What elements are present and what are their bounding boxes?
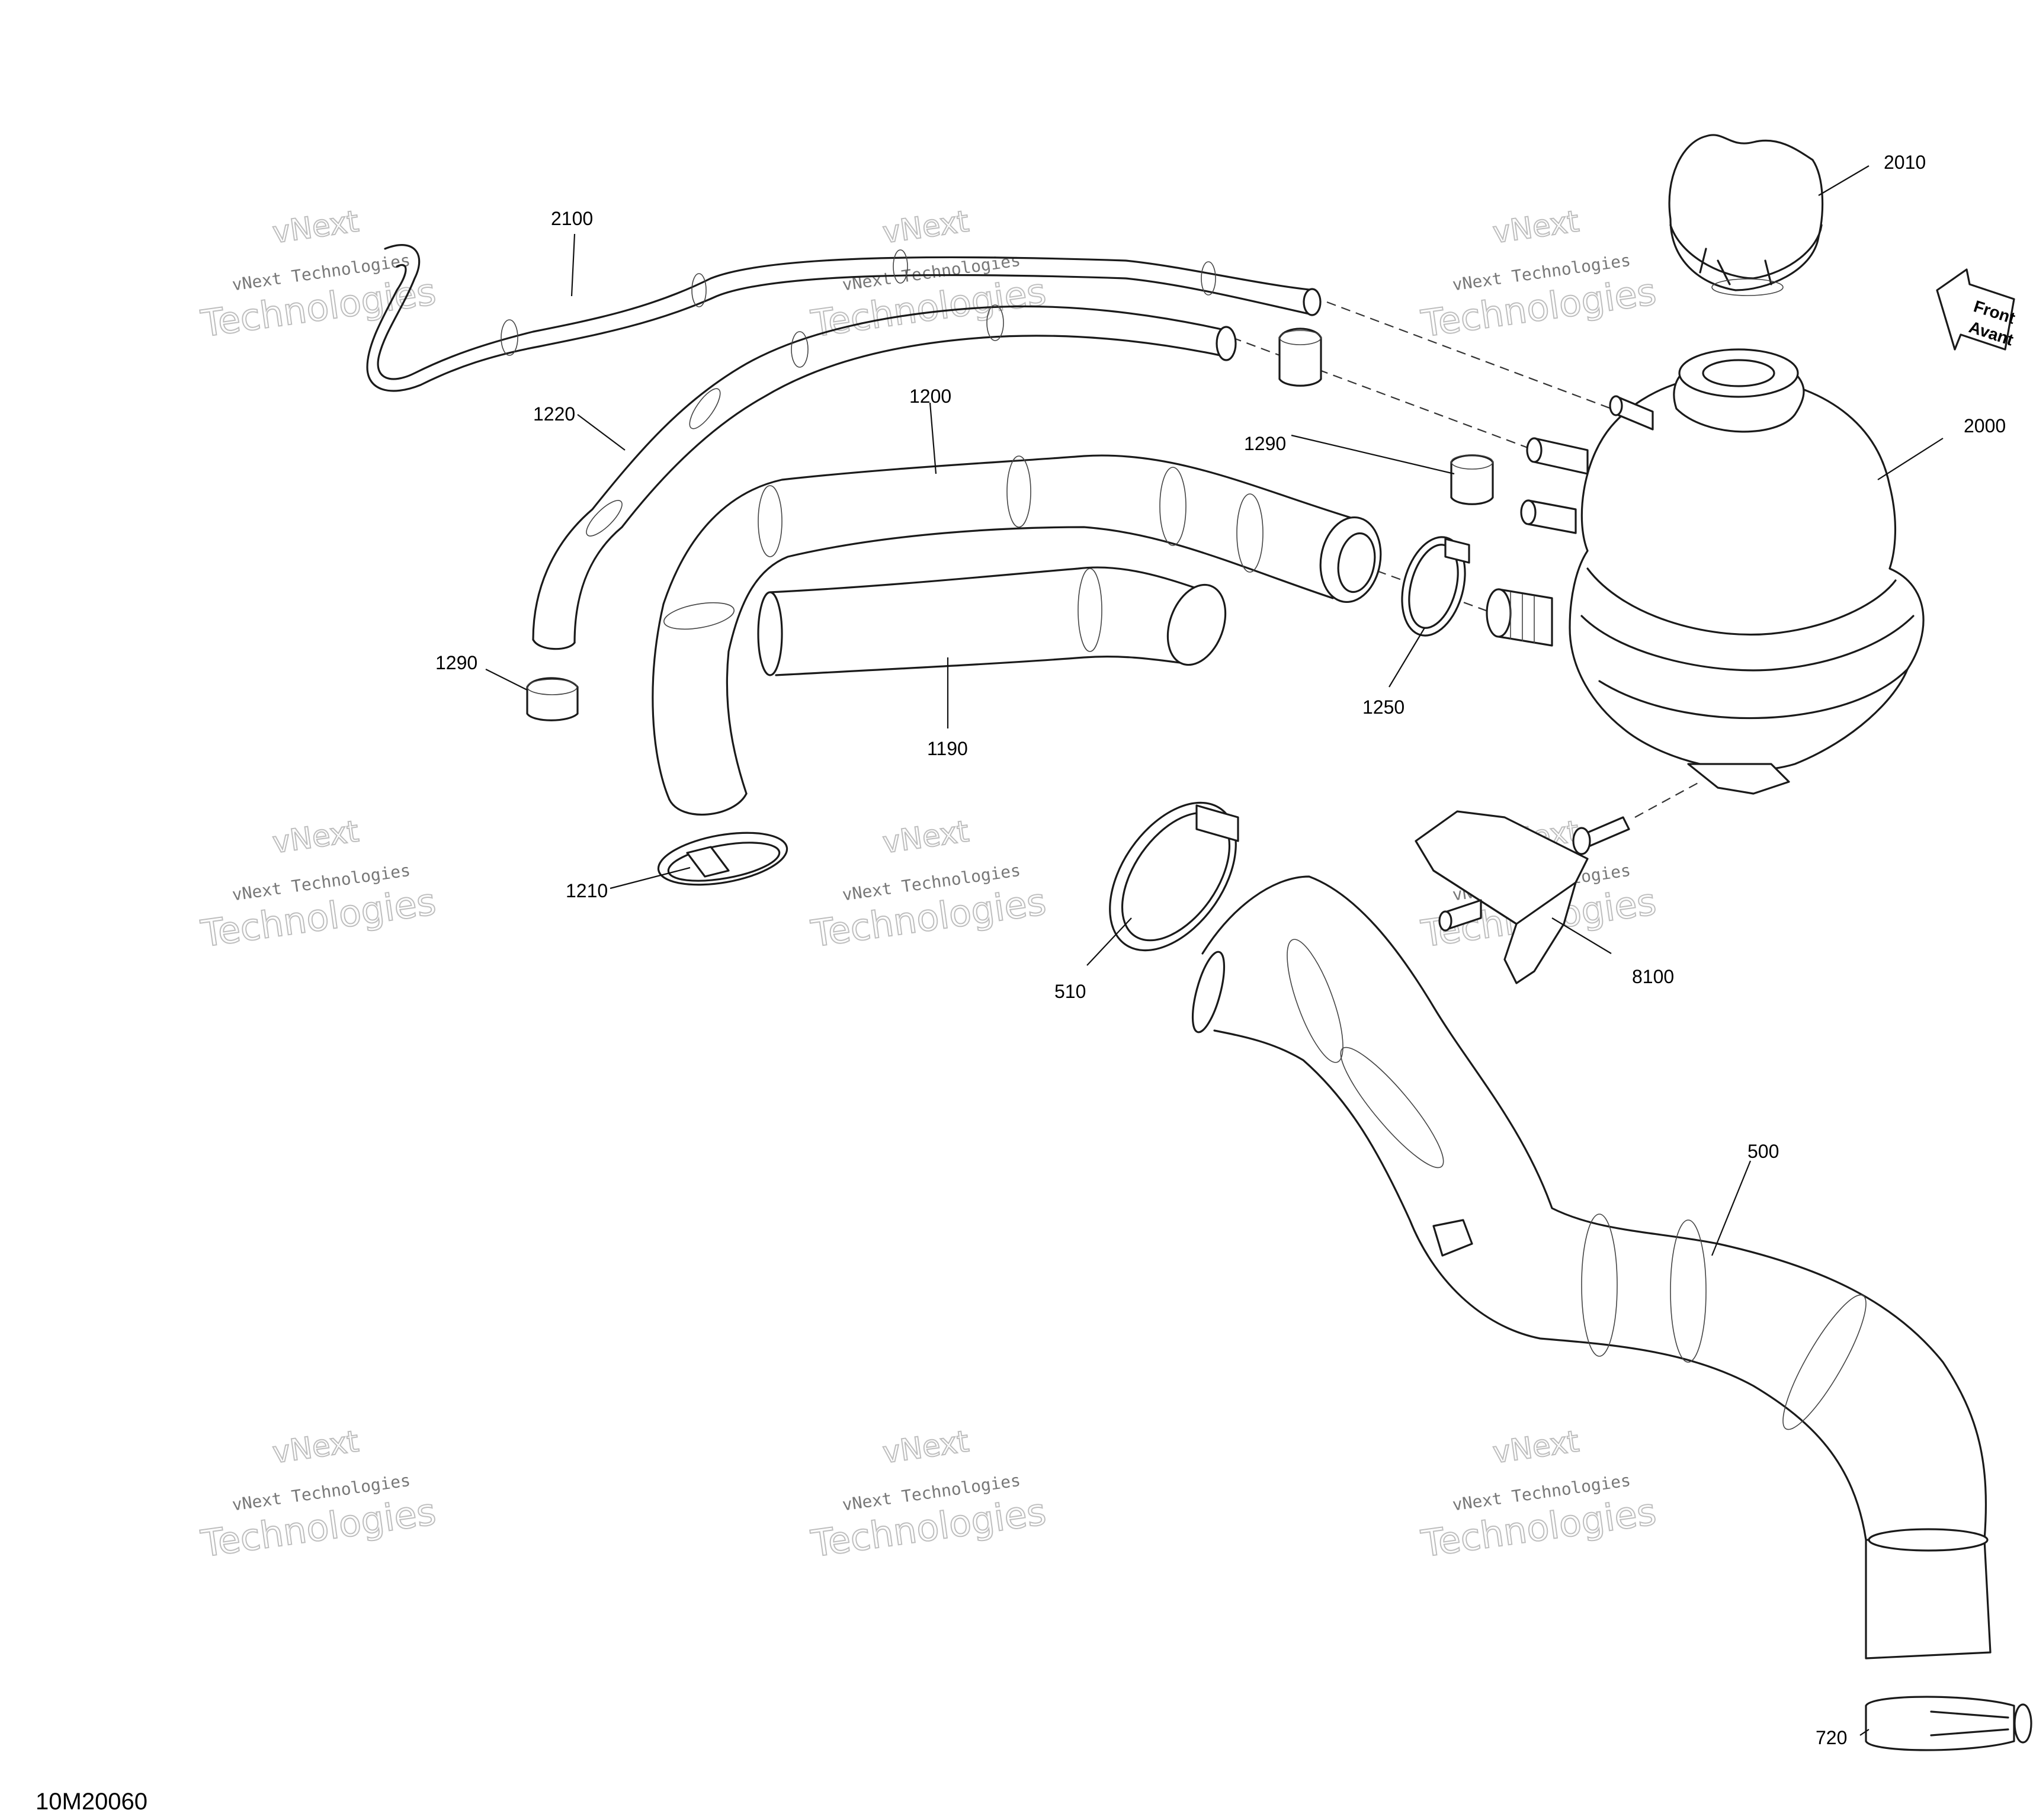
clamp-1290-upper: [1278, 328, 1322, 387]
watermark-vnext: vNext: [880, 814, 971, 860]
watermark-tile: vNext vNext Technologies Technologies: [198, 813, 440, 956]
watermark-vnext: vNext: [270, 814, 361, 860]
callout-1210: 1210: [566, 880, 608, 901]
clamp-510: [1109, 801, 1239, 952]
hose-1190: [757, 566, 1227, 676]
watermark-tile: vNext vNext Technologies Technologies: [808, 1423, 1050, 1566]
callout-2000: 2000: [1964, 415, 2006, 436]
hose-1200: [652, 454, 1382, 816]
callout-2010: 2010: [1884, 152, 1926, 173]
watermark-vnext: vNext: [1490, 204, 1581, 250]
clamp-1290-middle: [1450, 454, 1494, 505]
watermark-vnext: vNext: [270, 204, 361, 250]
watermark-tile: vNext vNext Technologies Technologies: [198, 203, 440, 346]
pipe-500: [1191, 875, 1992, 1659]
watermark-tile: vNext vNext Technologies Technologies: [198, 1423, 440, 1566]
callout-1290-left: 1290: [435, 652, 477, 673]
callout-8100: 8100: [1632, 966, 1674, 987]
watermark-vnext: vNext: [880, 204, 971, 250]
clamp-1290-left: [526, 677, 579, 721]
watermark-vnext: vNext: [880, 1424, 971, 1470]
assembly-line-2100: [1326, 301, 1612, 410]
watermark-tile: vNext vNext Technologies Technologies: [1418, 203, 1660, 346]
watermark-tile: vNext vNext Technologies Technologies: [808, 813, 1050, 956]
callout-1290-upper: 1290: [1244, 433, 1286, 454]
clamp-720: [1865, 1696, 2032, 1751]
cap-2010: [1668, 134, 1824, 296]
callout-720: 720: [1816, 1727, 1847, 1748]
callout-2100: 2100: [551, 208, 593, 229]
clamp-1210: [657, 832, 788, 886]
leader-lines: [485, 165, 1944, 1736]
callout-1200: 1200: [909, 386, 951, 407]
diagram-id: 10M20060: [36, 1789, 147, 1815]
watermark-tile: vNext vNext Technologies Technologies: [1418, 1423, 1660, 1566]
callout-1250: 1250: [1362, 696, 1404, 718]
clamp-1250: [1401, 536, 1470, 637]
hose-1220: [532, 304, 1237, 650]
tank-2000: [1486, 348, 1925, 795]
bracket-8100: [1415, 810, 1630, 984]
assembly-line-8100: [1634, 781, 1701, 818]
front-arrow-icon: Front Avant: [1936, 268, 2018, 351]
callout-1220: 1220: [533, 403, 575, 425]
watermark-tile: vNext vNext Technologies Technologies: [808, 203, 1050, 346]
callout-500: 500: [1747, 1141, 1779, 1162]
callout-1190: 1190: [927, 738, 968, 759]
watermark-vnext: vNext: [270, 1424, 361, 1470]
watermark-vnext: vNext: [1490, 1424, 1581, 1470]
hose-2100: [366, 244, 1322, 392]
callout-510: 510: [1054, 981, 1086, 1002]
